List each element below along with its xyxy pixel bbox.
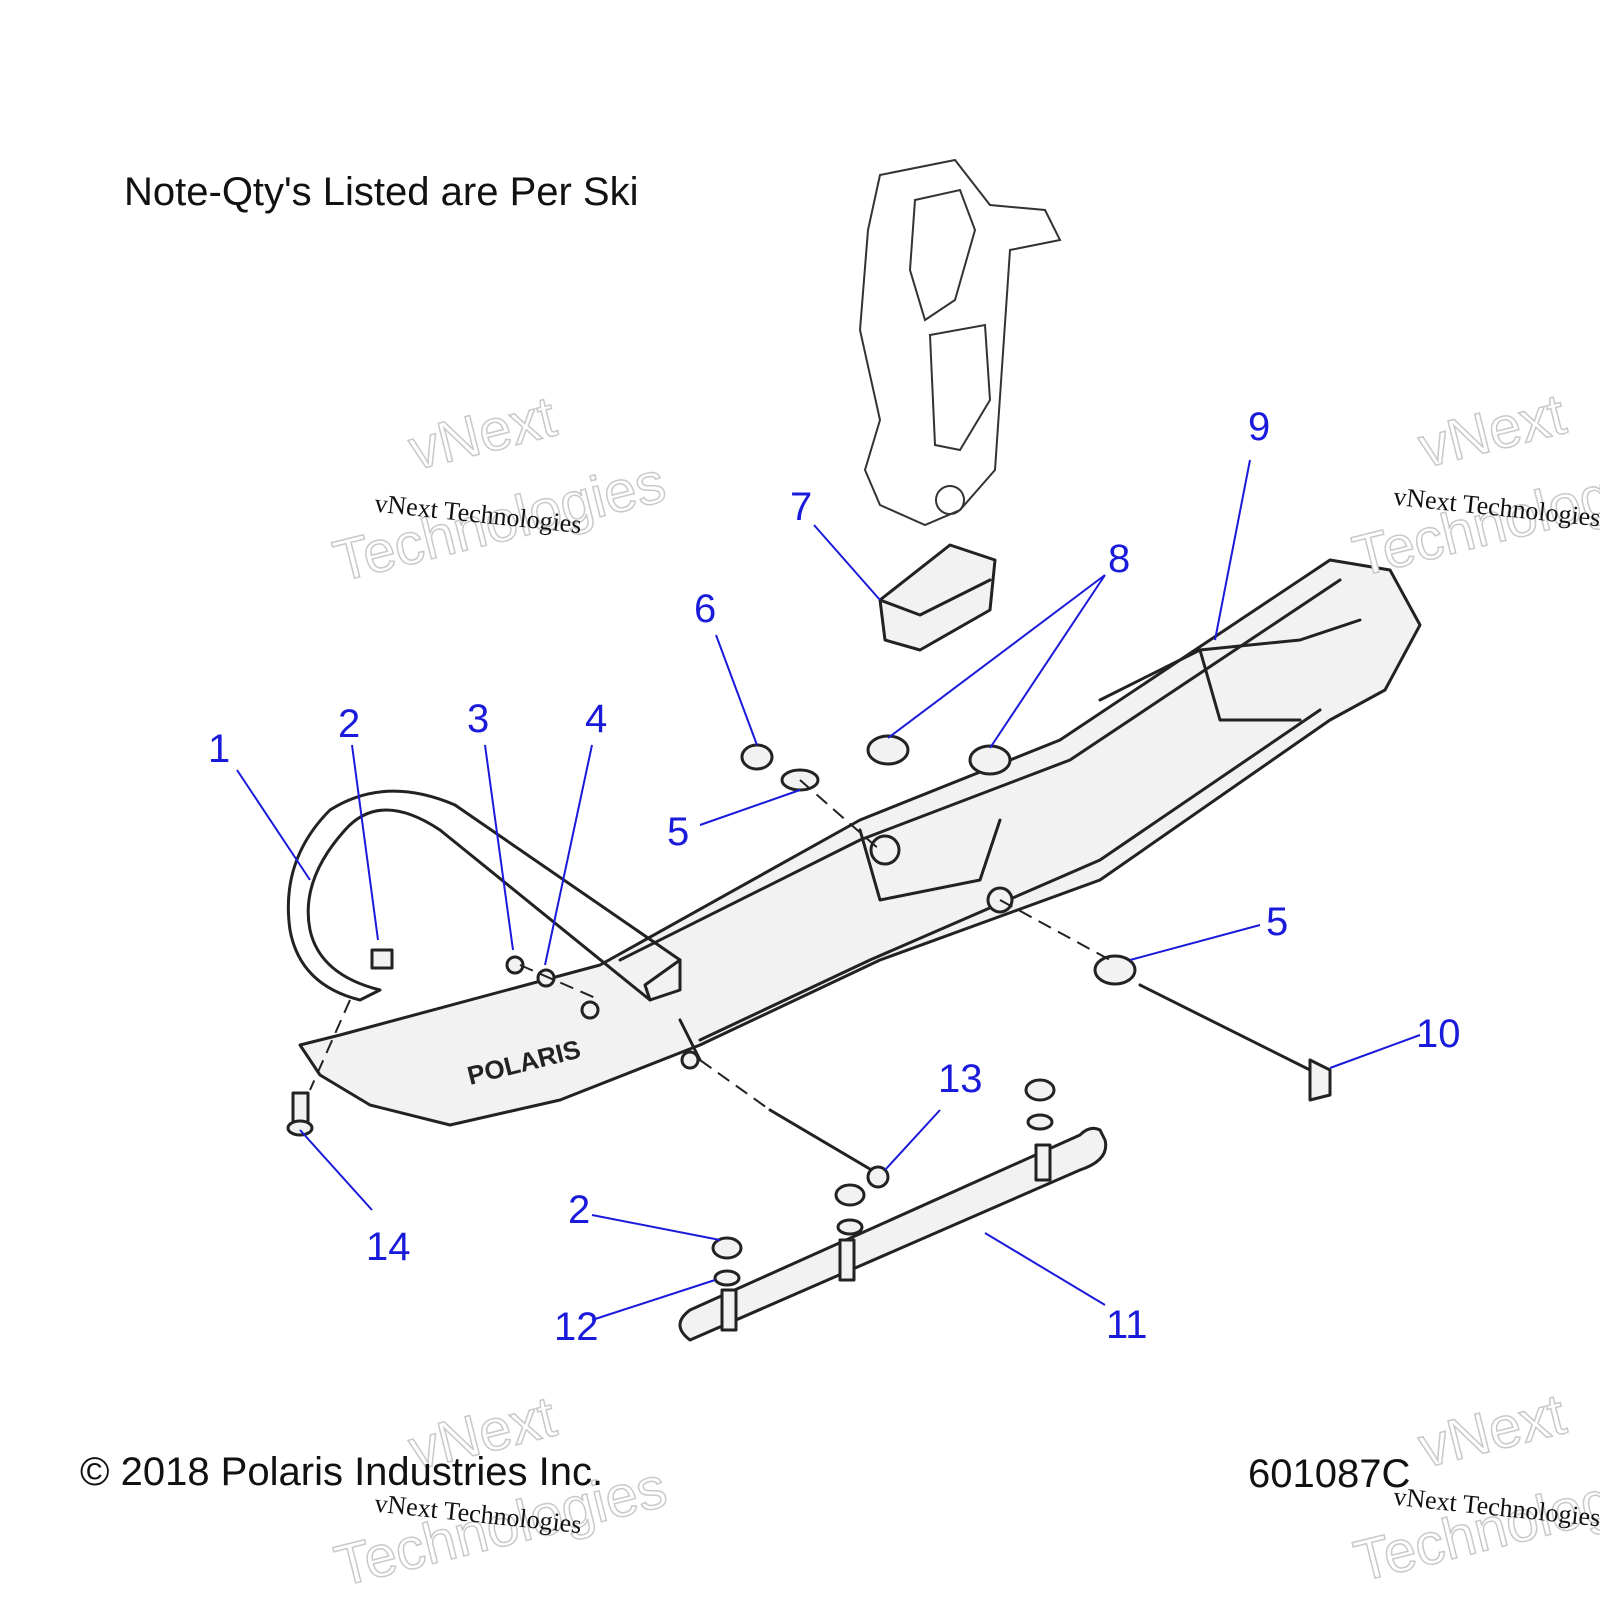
spindle	[858, 158, 1062, 527]
callout-11: 11	[1106, 1303, 1148, 1347]
callout-8: 8	[1108, 537, 1130, 581]
callout-12: 12	[554, 1305, 599, 1349]
saddle-block	[878, 543, 997, 652]
callout-1: 1	[208, 727, 230, 771]
diagram-note: Note-Qty's Listed are Per Ski	[124, 170, 639, 214]
callout-2a: 2	[338, 702, 360, 746]
leader-lines	[236, 459, 1421, 1321]
ski-body: POLARIS	[298, 558, 1422, 1127]
callout-13: 13	[938, 1057, 983, 1101]
callout-7: 7	[790, 485, 812, 529]
copyright-notice: © 2018 Polaris Industries Inc.	[80, 1450, 604, 1494]
callout-10: 10	[1416, 1012, 1461, 1056]
callout-9: 9	[1248, 405, 1270, 449]
hardware	[286, 734, 1332, 1287]
ski-loop	[286, 789, 682, 1002]
callouts: 1 2 3 4 5 6 7 8 9 5 10 13 2 14 12 11	[208, 405, 1461, 1349]
callout-5b: 5	[1266, 900, 1288, 944]
callout-3: 3	[467, 697, 489, 741]
callout-5a: 5	[667, 810, 689, 854]
callout-6: 6	[694, 587, 716, 631]
callout-14: 14	[366, 1225, 411, 1269]
callout-2b: 2	[568, 1188, 590, 1232]
assembly-lines	[309, 779, 1111, 1111]
diagram-id: 601087C	[1248, 1452, 1411, 1496]
ski-runner	[678, 1126, 1108, 1342]
callout-4: 4	[585, 697, 607, 741]
